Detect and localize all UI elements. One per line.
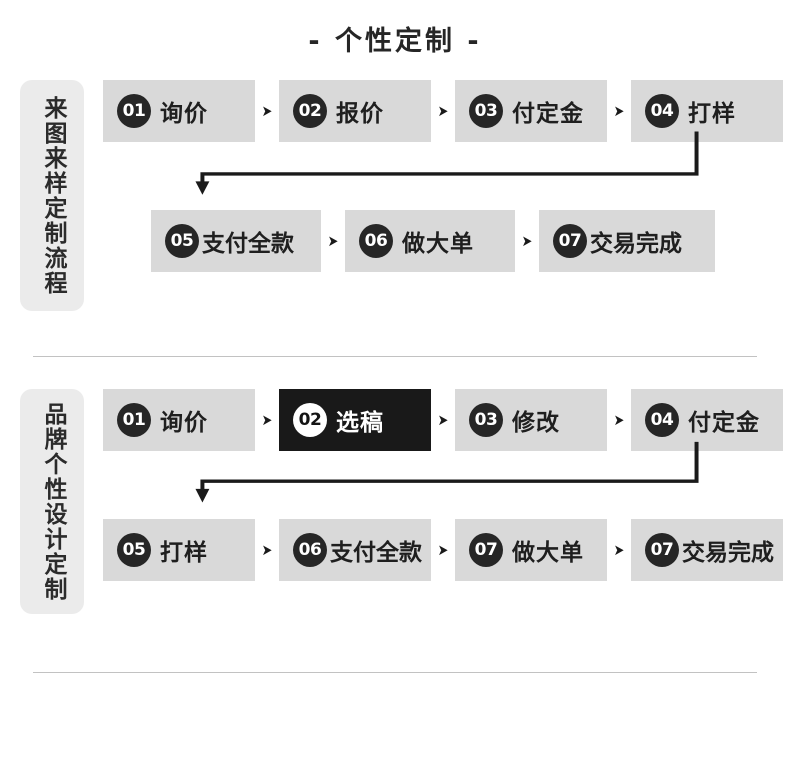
step-box[interactable]: 04 付定金 bbox=[631, 389, 783, 451]
flow-2-sidebar-label: 品牌个性设计定制 bbox=[20, 389, 84, 614]
step-label: 做大单 bbox=[402, 231, 474, 257]
step-number-badge: 03 bbox=[469, 94, 503, 128]
step-number-badge: 07 bbox=[553, 224, 587, 258]
section-divider-1 bbox=[33, 356, 757, 357]
step-number-badge: 01 bbox=[117, 94, 151, 128]
step-number-badge: 06 bbox=[359, 224, 393, 258]
step-box[interactable]: 04 打样 bbox=[631, 80, 783, 142]
section-divider-2 bbox=[33, 672, 757, 673]
step-number-badge: 07 bbox=[645, 533, 679, 567]
step-box[interactable]: 03 修改 bbox=[455, 389, 607, 451]
step-number-badge: 01 bbox=[117, 403, 151, 437]
page-title: - 个性定制 - bbox=[308, 26, 482, 57]
step-label: 支付全款 bbox=[202, 231, 294, 257]
arrow-right-icon: ➤ bbox=[261, 101, 273, 120]
flow-2-row-2: 05 打样 ➤ 06 支付全款 ➤ 07 做大单 ➤ 07 交易完成 bbox=[103, 519, 790, 581]
step-box[interactable]: 06 支付全款 bbox=[279, 519, 431, 581]
step-box[interactable]: 05 支付全款 bbox=[151, 210, 321, 272]
step-number-badge: 05 bbox=[165, 224, 199, 258]
arrow-right-icon: ➤ bbox=[437, 410, 449, 429]
step-label: 询价 bbox=[160, 101, 208, 127]
arrow-right-icon: ➤ bbox=[261, 410, 273, 429]
step-box[interactable]: 07 做大单 bbox=[455, 519, 607, 581]
arrow-right-icon: ➤ bbox=[613, 410, 625, 429]
step-number-badge: 02 bbox=[293, 94, 327, 128]
flow-section-custom-sample: 来图来样定制流程 01 询价 ➤ 02 报价 ➤ 03 付定金 ➤ bbox=[0, 80, 790, 311]
flow-2-rows: 01 询价 ➤ 02 选稿 ➤ 03 修改 ➤ 04 付定金 05 打样 bbox=[103, 389, 790, 581]
flow-1-sidebar-label: 来图来样定制流程 bbox=[20, 80, 84, 311]
step-number-badge: 03 bbox=[469, 403, 503, 437]
flow-1-rows: 01 询价 ➤ 02 报价 ➤ 03 付定金 ➤ 04 打样 05 支付全款 bbox=[103, 80, 790, 272]
step-number-badge: 06 bbox=[293, 533, 327, 567]
step-label: 询价 bbox=[160, 410, 208, 436]
step-box[interactable]: 07 交易完成 bbox=[539, 210, 715, 272]
flow-2-row-1: 01 询价 ➤ 02 选稿 ➤ 03 修改 ➤ 04 付定金 bbox=[103, 389, 790, 451]
step-label: 交易完成 bbox=[682, 540, 774, 566]
arrow-right-icon: ➤ bbox=[437, 101, 449, 120]
step-label: 付定金 bbox=[688, 410, 760, 436]
step-label: 选稿 bbox=[336, 410, 384, 436]
flow-1-sidebar-text: 来图来样定制流程 bbox=[39, 95, 66, 296]
step-box[interactable]: 03 付定金 bbox=[455, 80, 607, 142]
flow-2-sidebar-text: 品牌个性设计定制 bbox=[39, 401, 66, 602]
step-number-badge: 07 bbox=[469, 533, 503, 567]
step-number-badge: 04 bbox=[645, 403, 679, 437]
step-box[interactable]: 05 打样 bbox=[103, 519, 255, 581]
step-box[interactable]: 01 询价 bbox=[103, 389, 255, 451]
step-box[interactable]: 01 询价 bbox=[103, 80, 255, 142]
step-label: 修改 bbox=[512, 410, 560, 436]
arrow-right-icon: ➤ bbox=[613, 101, 625, 120]
flow-section-brand-design: 品牌个性设计定制 01 询价 ➤ 02 选稿 ➤ 03 修改 ➤ 04 bbox=[0, 389, 790, 614]
arrow-right-icon: ➤ bbox=[261, 540, 273, 559]
step-label: 报价 bbox=[336, 101, 384, 127]
arrow-right-icon: ➤ bbox=[437, 540, 449, 559]
step-box[interactable]: 02 报价 bbox=[279, 80, 431, 142]
step-number-badge: 02 bbox=[293, 403, 327, 437]
flow-1-row-1: 01 询价 ➤ 02 报价 ➤ 03 付定金 ➤ 04 打样 bbox=[103, 80, 790, 142]
arrow-right-icon: ➤ bbox=[613, 540, 625, 559]
step-box-highlighted[interactable]: 02 选稿 bbox=[279, 389, 431, 451]
step-label: 打样 bbox=[160, 540, 208, 566]
step-box[interactable]: 06 做大单 bbox=[345, 210, 515, 272]
step-number-badge: 05 bbox=[117, 533, 151, 567]
step-number-badge: 04 bbox=[645, 94, 679, 128]
arrow-right-icon: ➤ bbox=[521, 231, 533, 250]
flow-1-row-2: 05 支付全款 ➤ 06 做大单 ➤ 07 交易完成 bbox=[103, 210, 790, 272]
step-label: 交易完成 bbox=[590, 231, 682, 257]
step-label: 做大单 bbox=[512, 540, 584, 566]
arrow-right-icon: ➤ bbox=[327, 231, 339, 250]
step-box[interactable]: 07 交易完成 bbox=[631, 519, 783, 581]
step-label: 付定金 bbox=[512, 101, 584, 127]
step-label: 支付全款 bbox=[330, 540, 422, 566]
step-label: 打样 bbox=[688, 101, 736, 127]
